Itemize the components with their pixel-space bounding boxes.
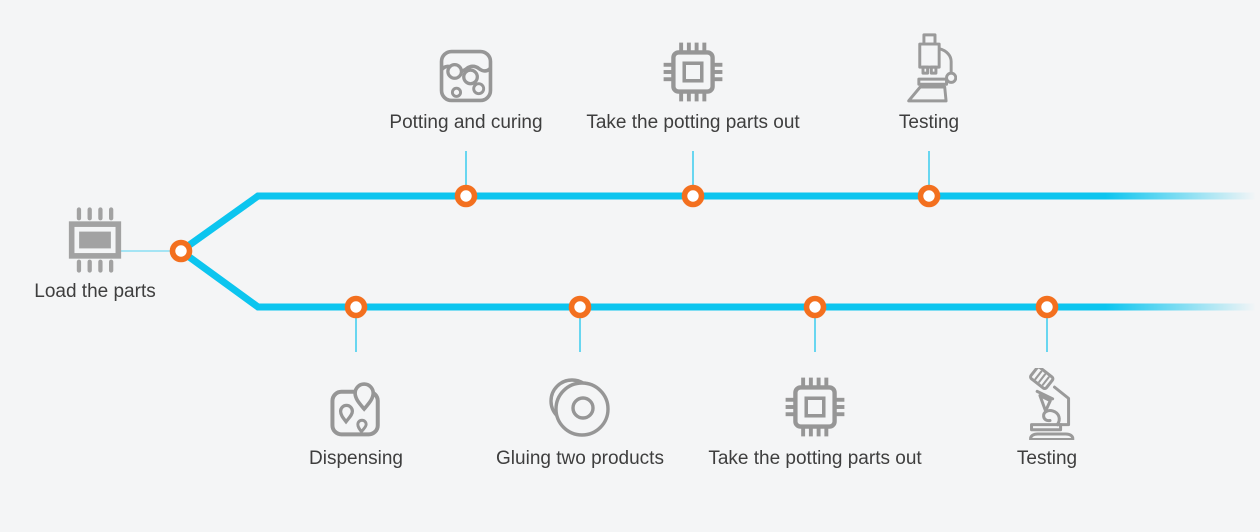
node-gluing-two-products (568, 295, 592, 319)
chip-icon (67, 203, 123, 275)
flow-line-bottom (178, 248, 1256, 311)
step-load-the-parts: Load the parts (11, 203, 179, 304)
node-testing-bottom (1035, 295, 1059, 319)
step-label: Take the potting parts out (586, 112, 800, 133)
step-connector-lines (355, 151, 1048, 352)
node-take-potting-parts-out-bottom (803, 295, 827, 319)
step-potting-and-curing: Potting and curing (326, 33, 606, 135)
step-label: Testing (898, 112, 960, 133)
step-label: Gluing two products (496, 448, 664, 469)
step-take-potting-parts-out-top: Take the potting parts out (553, 33, 833, 135)
cpu-chip-icon (782, 372, 848, 440)
cpu-chip-icon (660, 33, 726, 105)
potting-container-icon (437, 33, 495, 105)
step-testing-top: Testing (789, 33, 1069, 135)
step-label: Testing (1016, 448, 1078, 469)
node-take-potting-parts-out-top (681, 184, 705, 208)
step-label: Potting and curing (389, 112, 543, 133)
node-testing-top (917, 184, 941, 208)
step-dispensing: Dispensing (216, 372, 496, 471)
node-potting-and-curing (454, 184, 478, 208)
microscope-tilted-icon (1017, 368, 1077, 440)
step-label: Take the potting parts out (708, 448, 922, 469)
step-gluing-two-products: Gluing two products (440, 372, 720, 471)
step-take-potting-parts-out-bottom: Take the potting parts out (675, 372, 955, 471)
step-label: Load the parts (34, 281, 156, 302)
dispensing-pins-icon (327, 372, 385, 440)
microscope-icon (901, 33, 957, 105)
glued-discs-icon (546, 372, 614, 440)
node-load-the-parts (169, 239, 193, 263)
node-dispensing (344, 295, 368, 319)
step-testing-bottom: Testing (907, 368, 1187, 471)
flow-line-top (178, 192, 1256, 254)
step-label: Dispensing (309, 448, 403, 469)
